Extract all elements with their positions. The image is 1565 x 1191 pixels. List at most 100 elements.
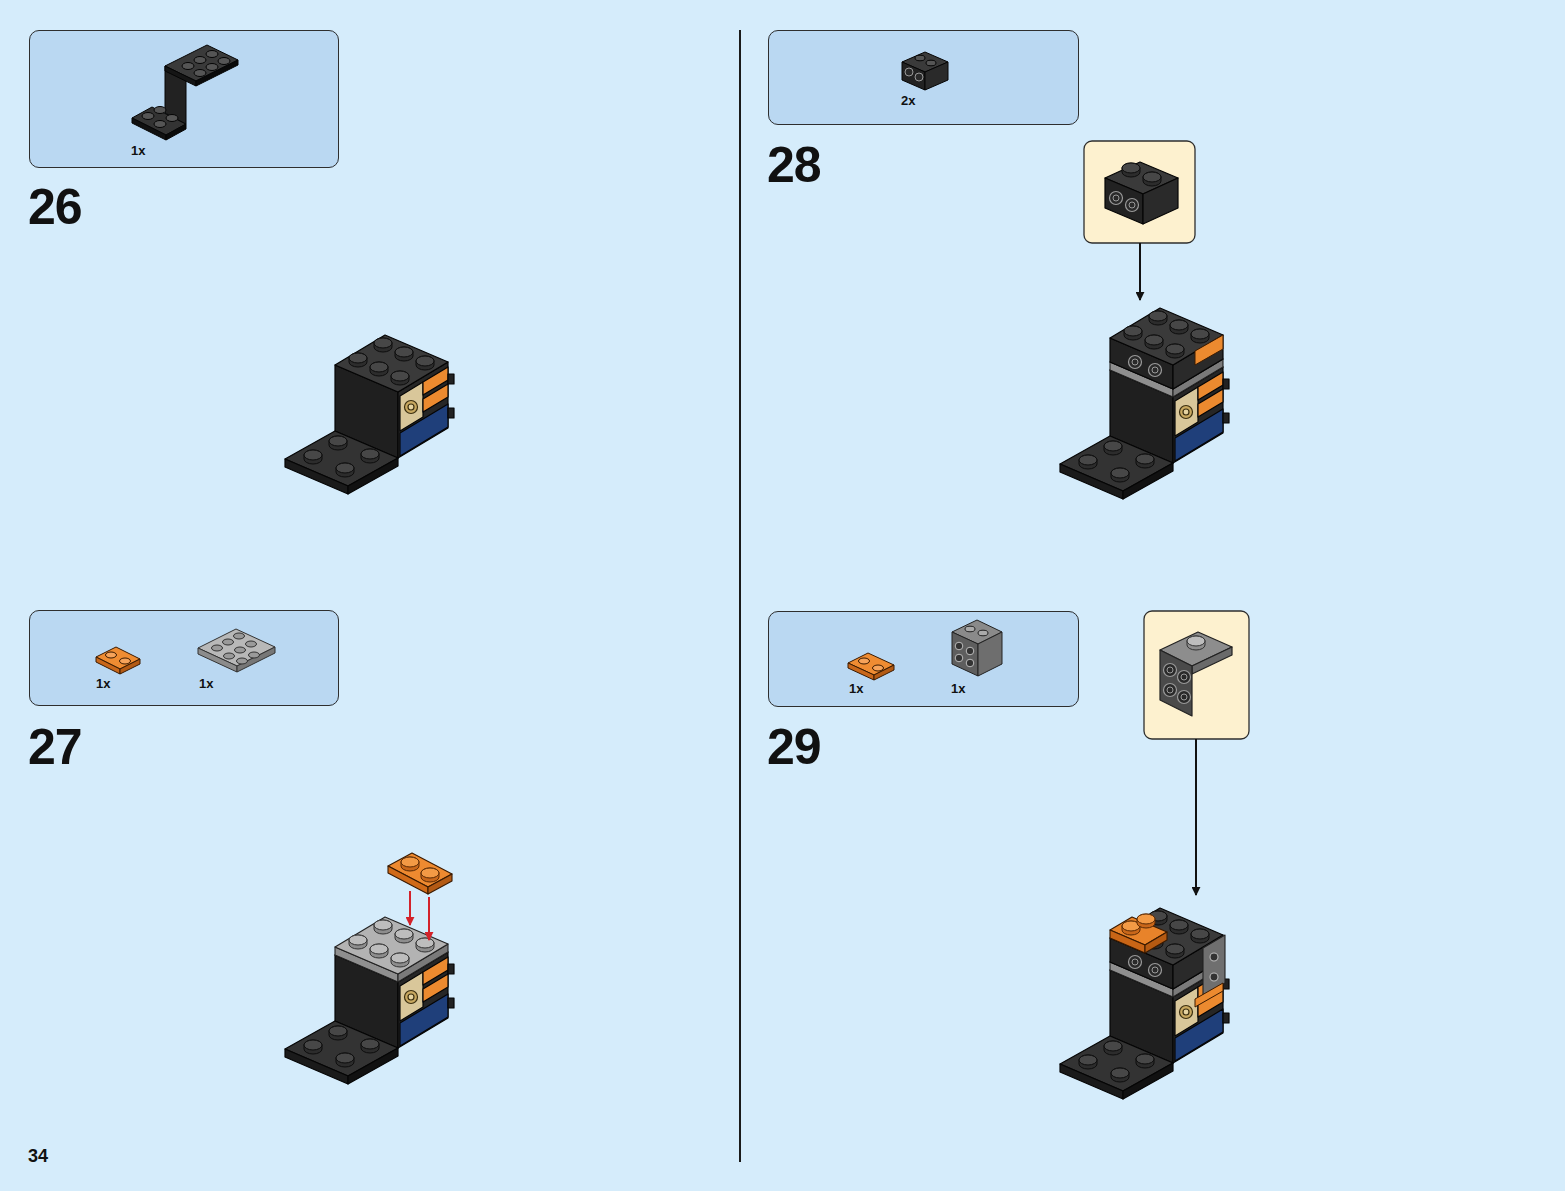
illustration-part [915,55,925,61]
illustration-part [154,121,166,128]
illustration-part [768,30,1079,125]
illustration-part [966,659,974,667]
illustration-part [1060,908,1229,1099]
illustration-part [132,45,238,140]
illustration-part [1178,691,1191,704]
illustration-part [234,633,245,639]
illustration-part [965,626,975,632]
illustration-part [1195,739,1197,895]
illustration-part [1110,192,1123,205]
step-number: 26 [28,182,82,232]
illustration-part [966,647,974,655]
illustration-part [1122,163,1140,177]
illustration-part [237,658,248,664]
parts-list-box: 2x [768,30,1079,125]
illustration-part [1164,684,1177,697]
illustration-part [1160,632,1232,716]
illustration-part [848,653,894,680]
page-number: 34 [28,1147,48,1165]
illustration-part [120,658,131,664]
illustration-part [388,853,452,894]
illustration-part [96,657,120,674]
illustration-part [926,60,936,66]
part-count: 1x [131,144,145,157]
illustration-part [1126,199,1139,212]
illustration-part [1084,141,1195,243]
illustration-part [198,629,275,672]
illustration-part [1105,178,1143,224]
step-number: 28 [767,140,821,190]
illustration-part [1105,162,1178,224]
illustration-part [955,642,963,650]
illustration-part [1110,308,1223,389]
illustration-part [1192,647,1232,674]
illustration-part [235,647,246,653]
illustration-part [915,73,923,81]
illustration-part [246,641,257,647]
illustration-part [1110,914,1167,953]
illustration-part [218,58,230,65]
illustration-part [224,653,235,659]
illustration-part [166,115,178,122]
illustration-part [166,124,186,140]
illustration-part [212,645,223,651]
illustration-part [905,68,913,76]
illustration-part [142,113,154,120]
illustration-part [1195,983,1223,1007]
illustration-part [978,630,988,636]
illustration-part [335,917,448,982]
illustration-part [952,620,1002,676]
illustration-part [206,64,218,71]
illustration-part [401,857,419,871]
illustration-part [1137,914,1155,928]
illustration-part [29,30,339,168]
illustration-part [1210,973,1218,981]
illustration-part [955,654,963,662]
illustration-part [1160,650,1192,716]
part-count: 1x [199,677,213,690]
illustration-part [1060,308,1229,499]
illustration-part [206,51,218,58]
illustration-part [285,917,454,1084]
illustration-part [1143,172,1161,186]
illustration-part [902,52,948,90]
illustration-part [428,897,430,940]
illustration-part [198,629,275,666]
illustration-part [194,57,206,64]
illustration-part [106,652,117,658]
illustration-part [132,118,166,140]
illustration-part [1210,953,1218,961]
illustration-part [1164,664,1177,677]
illustration-part [223,639,234,645]
illustration-part [198,648,237,672]
step-number: 29 [767,722,821,772]
illustration-part [154,107,166,114]
illustration-part [96,647,140,674]
illustration-part [1187,636,1205,650]
illustration-part [421,868,439,882]
illustration-part [194,70,206,77]
illustration-part [182,63,194,70]
illustration-part [1178,671,1191,684]
illustration-part [1145,932,1167,953]
illustration-part [249,652,260,658]
parts-list-box: 1x 1x [768,611,1079,707]
illustration-part [952,632,978,676]
illustration-part [873,665,884,671]
illustration-part [978,632,1002,676]
illustration-part [902,62,925,90]
illustration-part [1195,335,1223,365]
illustration-part [848,663,874,680]
illustration-part [1144,611,1249,739]
illustration-part [768,611,1079,707]
illustration-part [859,658,870,664]
illustration-part [120,659,140,674]
illustration-part [409,891,411,925]
parts-list-box: 1x 1x [29,610,339,706]
part-count: 1x [849,682,863,695]
parts-list-box: 1x [29,30,339,168]
part-count: 1x [96,677,110,690]
illustration-part [1139,243,1141,300]
part-count: 1x [951,682,965,695]
